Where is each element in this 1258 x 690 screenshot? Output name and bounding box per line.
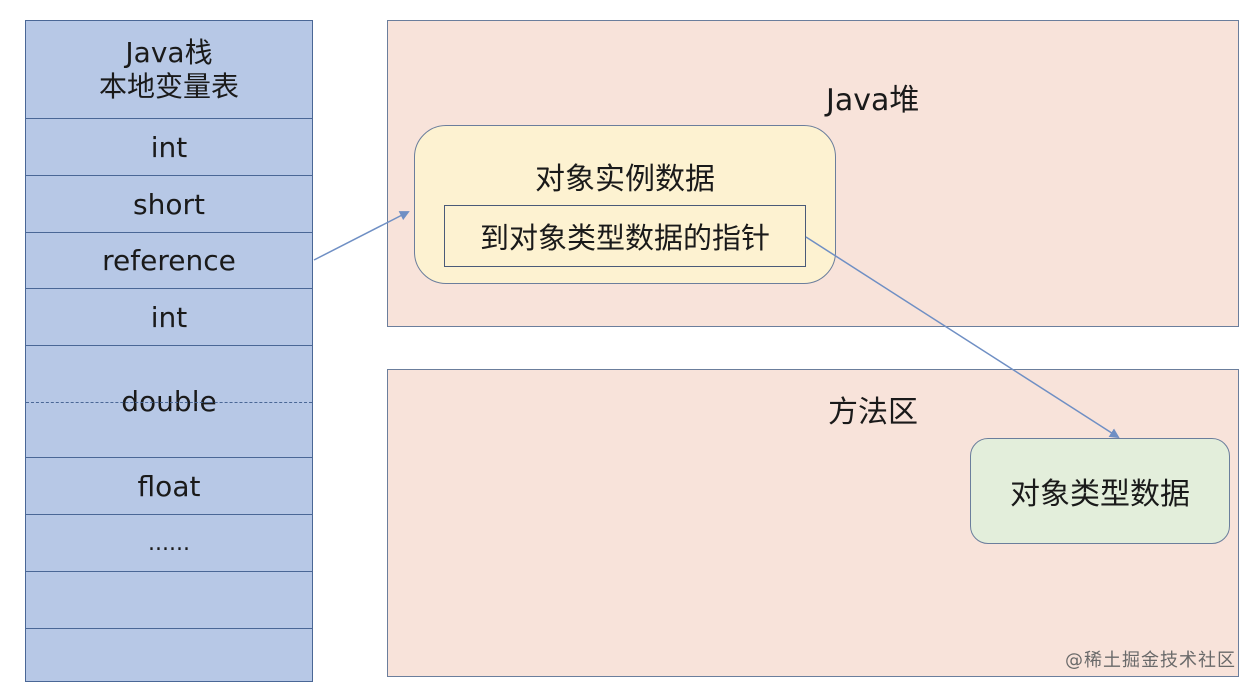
type-pointer-box: 到对象类型数据的指针: [444, 205, 806, 267]
slot-double: double: [26, 346, 312, 458]
slot-float: float: [26, 458, 312, 515]
slot-int-1: int: [26, 119, 312, 176]
stack-header: Java栈 本地变量表: [26, 21, 312, 119]
slot-reference: reference: [26, 233, 312, 289]
slot-int-2: int: [26, 289, 312, 346]
watermark: @稀土掘金技术社区: [1065, 650, 1236, 671]
slot-empty-1: [26, 572, 312, 629]
stack-subtitle: 本地变量表: [98, 69, 239, 103]
java-stack-local-variable-table: Java栈 本地变量表 int short reference int doub…: [25, 20, 313, 682]
heap-title: Java堆: [826, 83, 920, 118]
stack-title: Java栈: [125, 35, 213, 69]
object-type-data-box: 对象类型数据: [970, 438, 1230, 544]
pointer-to-type-data-arrow: [805, 236, 1120, 439]
reference-to-instance-arrow: [313, 211, 410, 261]
double-slot-divider: [26, 402, 312, 403]
method-area-title: 方法区: [828, 395, 918, 430]
slot-ellipsis: ......: [26, 515, 312, 572]
slot-short: short: [26, 176, 312, 233]
instance-title: 对象实例数据: [535, 162, 715, 197]
